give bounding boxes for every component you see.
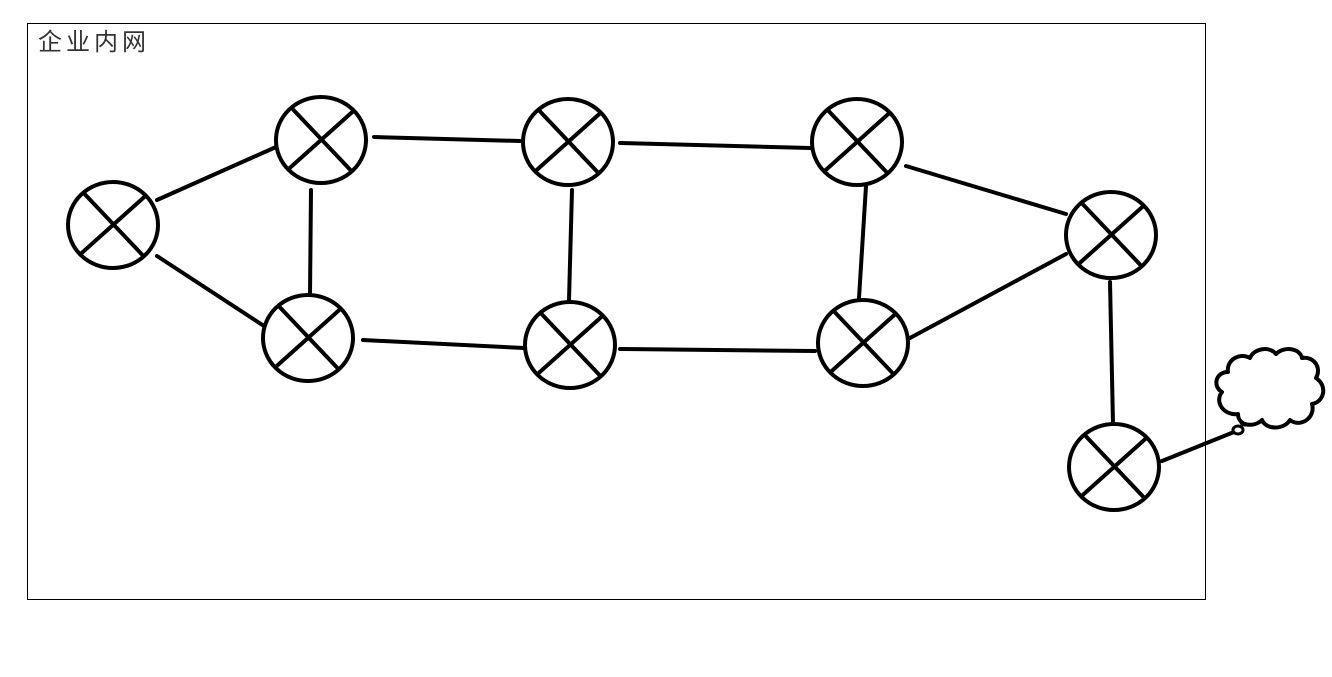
link-r1-r3 [155,254,266,328]
link-r5-r7 [618,347,817,353]
router-cross-line [1076,204,1146,266]
link-r2-r3 [308,188,313,297]
link-r4-r6 [618,141,812,150]
router-icon [274,95,368,185]
router-cross-line [273,307,343,369]
routers-layer [66,95,1326,512]
link-r4-r5 [567,188,574,302]
link-r10-cloud [1160,430,1236,463]
link-r8-r10 [1108,280,1115,426]
router-cross-line [1079,436,1149,498]
router-icon [810,97,904,187]
intranet-label: 企业内网 [38,28,150,56]
router-icon [261,293,355,383]
link-r7-r8 [908,252,1068,340]
links-layer [155,135,1236,463]
router-icon [66,180,160,270]
router-cross-line [535,314,605,376]
router-icon [523,300,617,390]
link-r1-r2 [155,145,278,202]
intranet-boundary [27,23,1206,600]
link-r6-r7 [857,184,868,300]
router-icon [1067,422,1161,512]
cloud-icon [1214,347,1326,436]
link-r6-r8 [904,164,1068,216]
link-r2-r4 [372,135,522,143]
router-cross-line [286,109,356,171]
router-cross-line [78,194,148,256]
router-icon [1064,190,1158,280]
link-r3-r5 [361,338,526,350]
router-icon [816,298,910,388]
router-cross-line [533,111,603,173]
router-icon [521,97,615,187]
router-cross-line [822,111,892,173]
router-cross-line [828,312,898,374]
